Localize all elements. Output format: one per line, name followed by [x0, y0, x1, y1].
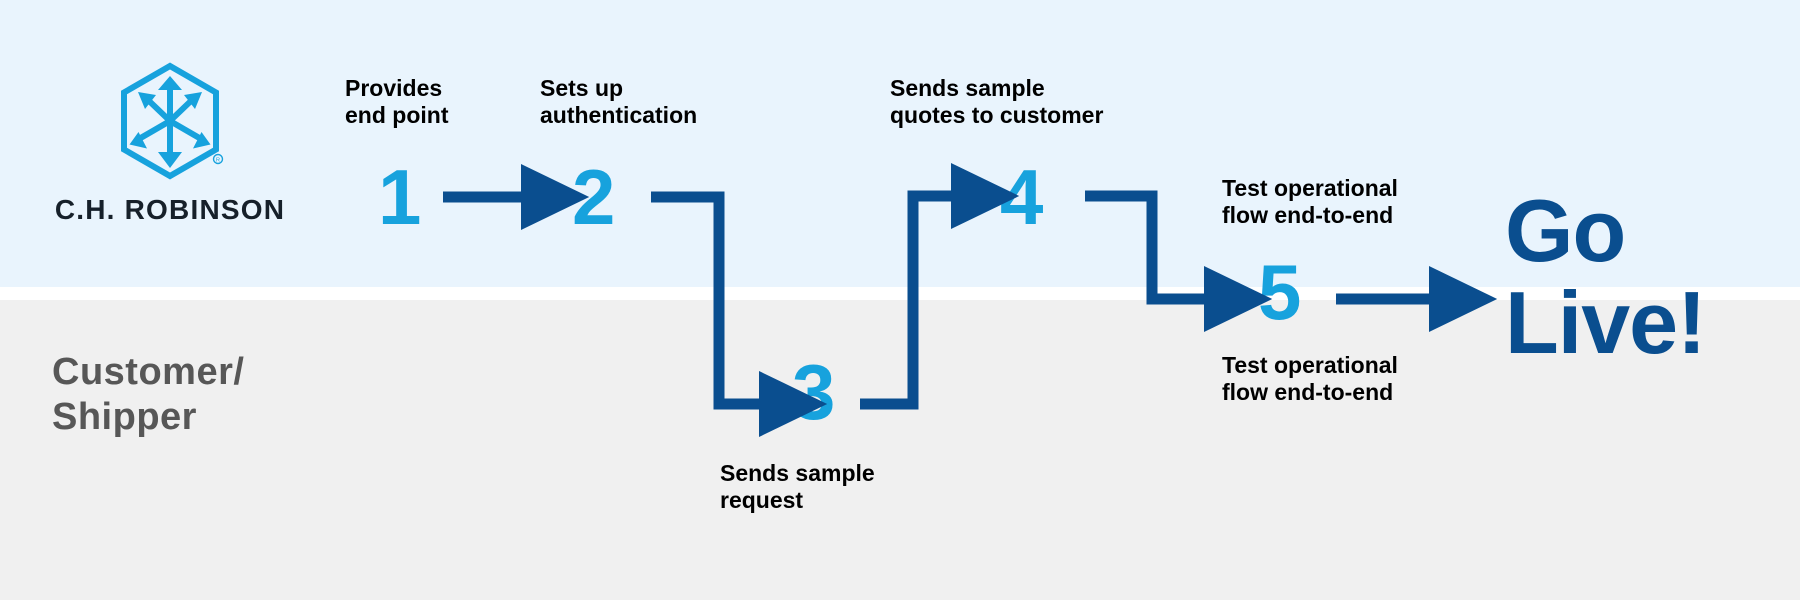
step-number-3: 3: [792, 348, 836, 436]
step-number-1: 1: [378, 153, 422, 241]
step-5-caption-above: Test operational flow end-to-end: [1222, 175, 1398, 229]
step-2-caption: Sets up authentication: [540, 75, 698, 129]
go-live-label: Go Live!: [1505, 181, 1706, 373]
brand-wordmark: C.H. ROBINSON: [54, 194, 286, 225]
step-4-caption: Sends sample quotes to customer: [890, 75, 1104, 129]
step-3-caption: Sends sample request: [720, 460, 875, 514]
svg-text:R: R: [216, 158, 220, 164]
step-number-4: 4: [1000, 153, 1044, 241]
step-number-5: 5: [1258, 248, 1302, 336]
brand-logo-block: R C.H. ROBINSON: [50, 62, 290, 226]
ch-robinson-hexagon-cube-logo-icon: R: [50, 62, 290, 180]
step-1-caption: Provides end point: [345, 75, 449, 129]
lane-label-customer-shipper: Customer/ Shipper: [52, 351, 245, 438]
step-number-2: 2: [572, 153, 616, 241]
step-5-caption-below: Test operational flow end-to-end: [1222, 352, 1398, 406]
